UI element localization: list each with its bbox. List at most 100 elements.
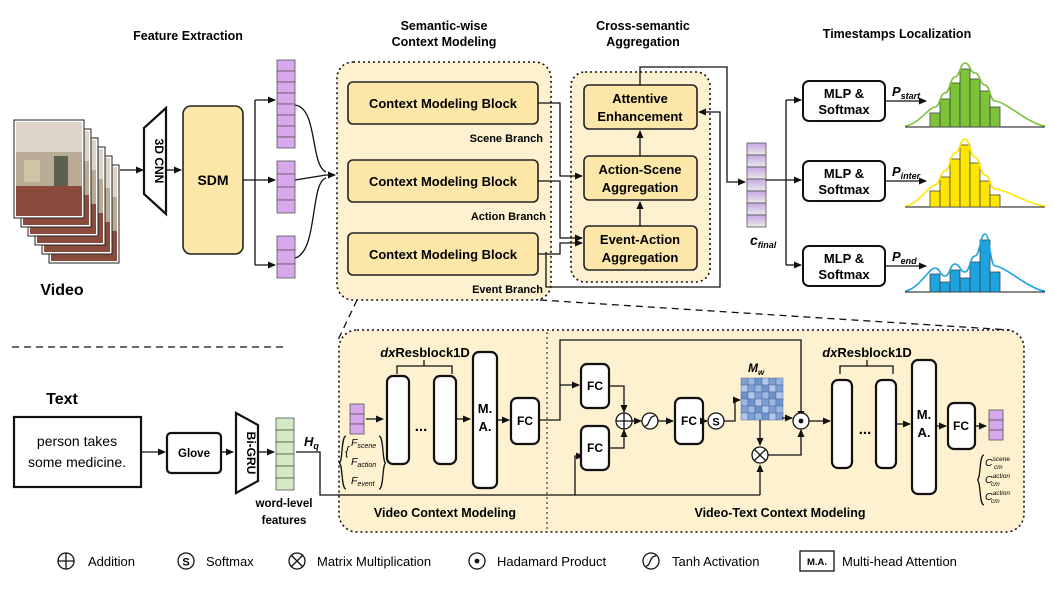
event-branch-label: Event Branch	[472, 284, 543, 296]
distribution-bar	[979, 239, 991, 293]
distribution-bar	[949, 158, 961, 208]
bigru-block	[234, 411, 260, 495]
mw-cell	[761, 405, 770, 414]
f-brace-list: { Fscene Faction Fevent	[338, 435, 387, 490]
scene-feature-cell	[276, 81, 296, 94]
legend-tanh-label: Tanh Activation	[672, 554, 759, 569]
legend-ma-symbol: M.A.	[807, 557, 827, 568]
c-final-cell	[746, 202, 767, 216]
c-final-cell	[746, 142, 767, 156]
scene-feature-cell	[276, 136, 296, 149]
f-feature-cell	[349, 423, 365, 435]
action-scene-line1: Action-Scene	[598, 162, 681, 177]
ma-block-right	[910, 358, 938, 496]
ma-left-line2: A.	[479, 419, 492, 434]
fc-output-label: FC	[953, 419, 969, 433]
word-level-features	[275, 417, 295, 491]
semantic-feature-stacks	[276, 59, 296, 279]
mlp-line2: Softmax	[818, 102, 870, 117]
c-cm-feature-cell	[988, 409, 1004, 421]
matrix-multiplication-icon	[288, 552, 306, 570]
mw-matrix	[740, 377, 784, 421]
ma-right-line1: M.	[917, 407, 931, 422]
mw-cell	[768, 398, 777, 407]
distribution-bar	[969, 162, 981, 208]
addition-op	[615, 412, 633, 430]
scene-feature-cell	[276, 125, 296, 138]
cnn3d-block	[142, 105, 168, 217]
distribution-bar	[959, 144, 971, 208]
word-feature-cell	[275, 477, 295, 491]
mw-cell	[761, 391, 770, 400]
p-start-label: Pstart	[892, 84, 921, 101]
distribution-bar	[929, 190, 941, 208]
context-block-scene: Context Modeling Block Scene Branch	[347, 81, 544, 145]
word-feature-cell	[275, 441, 295, 455]
resblock-dots-right: ...	[859, 421, 872, 438]
event-action-line2: Aggregation	[602, 250, 679, 265]
word-feature-cell	[275, 453, 295, 467]
distribution-bar	[989, 194, 1001, 208]
legend-matmul-label: Matrix Multiplication	[317, 554, 431, 569]
c-final-cell	[746, 214, 767, 228]
c-final-cell	[746, 190, 767, 204]
mw-cell	[761, 398, 770, 407]
legend-ma-label: Multi-head Attention	[842, 554, 957, 569]
distribution-curve	[904, 233, 1046, 292]
mw-cell	[775, 405, 784, 414]
mw-cell	[740, 377, 749, 386]
action-branch-label: Action Branch	[471, 211, 546, 223]
c-final-feature	[746, 142, 767, 228]
fc-video-branch-label: FC	[587, 379, 603, 393]
mlp-line1: MLP &	[824, 251, 864, 266]
action-feature-cell	[276, 186, 296, 201]
distribution-chart-end	[904, 233, 1046, 293]
mw-cell	[747, 412, 756, 421]
resblock-label-left: dxResblock1D	[380, 345, 470, 360]
mw-cell	[768, 412, 777, 421]
hq-label: Hq	[304, 434, 319, 451]
mw-cell	[775, 398, 784, 407]
distribution-bar	[929, 112, 941, 128]
video-text-context-label: Video-Text Context Modeling	[694, 506, 865, 520]
video-label: Video	[40, 282, 84, 299]
p-inter-label: Pinter	[892, 164, 921, 181]
f-feature-cell	[349, 403, 365, 415]
bigru-label: Bi-GRU	[244, 432, 258, 475]
mw-cell	[740, 391, 749, 400]
header-cross-line1: Cross-semantic	[596, 19, 690, 33]
scene-branch-label: Scene Branch	[470, 133, 544, 145]
c-cm-feature-cell	[988, 429, 1004, 441]
mlp-line2: Softmax	[818, 182, 870, 197]
mw-cell	[775, 384, 784, 393]
resblock-right-2	[874, 378, 898, 470]
f-scene-label: Fscene	[351, 437, 376, 450]
p-end-label: Pend	[892, 249, 917, 266]
mlp-softmax-block-end: MLP &Softmax	[802, 245, 886, 287]
mw-cell	[768, 391, 777, 400]
mw-cell	[740, 398, 749, 407]
video-frame	[13, 119, 85, 219]
legend-softmax-label: Softmax	[206, 554, 254, 569]
distribution-bar	[949, 269, 961, 293]
event-action-line1: Event-Action	[600, 232, 680, 247]
header-semantic-line2: Context Modeling	[392, 35, 497, 49]
c-cm-feature-cell	[988, 419, 1004, 431]
sdm-label: SDM	[197, 172, 228, 188]
distribution-bar	[929, 273, 941, 293]
context-block-label: Context Modeling Block	[369, 247, 518, 262]
header-semantic-line1: Semantic-wise	[401, 19, 488, 33]
legend: Addition S Softmax Matrix Multiplication…	[57, 550, 957, 572]
mw-cell	[747, 398, 756, 407]
matrix-multiplication-op	[751, 446, 769, 464]
resblock-right-1	[830, 378, 854, 470]
c-final-cell	[746, 166, 767, 180]
sentence-line2: some medicine.	[28, 454, 126, 470]
multi-head-attention-icon: M.A.	[799, 550, 835, 572]
fc-text-branch-label: FC	[587, 441, 603, 455]
context-block-label: Context Modeling Block	[369, 174, 518, 189]
attentive-line1: Attentive	[612, 91, 668, 106]
header-timestamps: Timestamps Localization	[823, 27, 971, 41]
